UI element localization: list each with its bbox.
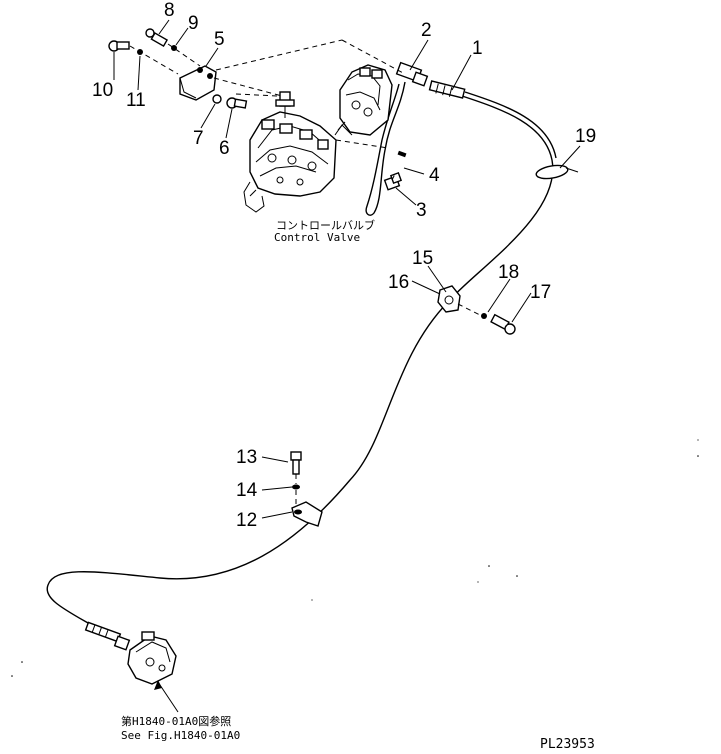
callout-19: 19 [575, 126, 596, 147]
washer-part-14 [292, 484, 300, 490]
bolt-part-17 [490, 313, 516, 335]
callout-8: 8 [164, 0, 175, 21]
control-valve-right [334, 64, 393, 136]
callout-6: 6 [219, 138, 230, 159]
control-valve-caption-jp: コントロールバルブ [276, 218, 375, 232]
bolt-part-8 [145, 28, 169, 48]
pilot-valve-block [127, 631, 177, 685]
washer-part-18 [481, 313, 487, 319]
valve-fitting [275, 91, 295, 118]
fitting-part-3 [383, 171, 403, 191]
callout-7: 7 [193, 128, 204, 149]
callout-17: 17 [530, 282, 551, 303]
callout-11: 11 [126, 90, 146, 111]
callout-3: 3 [416, 200, 427, 221]
cable-joint [395, 61, 429, 87]
seal-part-4 [397, 150, 407, 158]
bracket-part-5 [179, 65, 217, 101]
bolt-part-10 [108, 40, 130, 52]
lower-cable-rod [84, 621, 131, 651]
callout-9: 9 [188, 13, 199, 34]
bolt-part-13 [290, 451, 302, 475]
callout-5: 5 [214, 29, 225, 50]
callout-12: 12 [236, 510, 257, 531]
bent-tube [365, 81, 406, 216]
callout-18: 18 [498, 262, 519, 283]
bolt-part-6 [226, 97, 248, 109]
callout-2: 2 [421, 20, 432, 41]
control-valve-caption-en: Control Valve [274, 231, 360, 244]
callout-1: 1 [472, 38, 483, 59]
washer-part-7 [212, 94, 222, 104]
scan-specks [11, 439, 699, 677]
callout-16: 16 [388, 272, 409, 293]
bracket-part-12 [291, 501, 323, 527]
callout-4: 4 [429, 165, 440, 186]
cable-end-rod [428, 80, 466, 99]
callout-labels: 1 2 3 4 5 6 7 8 9 10 11 12 13 14 15 16 1… [92, 0, 596, 531]
reference-caption-en: See Fig.H1840-01A0 [121, 729, 240, 742]
control-cable [46, 95, 554, 631]
reference-caption-jp: 第H1840-01A0図参照 [121, 714, 231, 728]
callout-15: 15 [412, 248, 433, 269]
drawing-number: PL23953 [540, 737, 595, 752]
leader-lines [113, 19, 581, 713]
callout-14: 14 [236, 480, 258, 501]
clamp-part-15-16 [437, 285, 461, 313]
callout-10: 10 [92, 80, 113, 101]
clamp-band-part-19 [535, 164, 579, 180]
callout-13: 13 [236, 447, 257, 468]
control-valve-left [243, 111, 337, 213]
